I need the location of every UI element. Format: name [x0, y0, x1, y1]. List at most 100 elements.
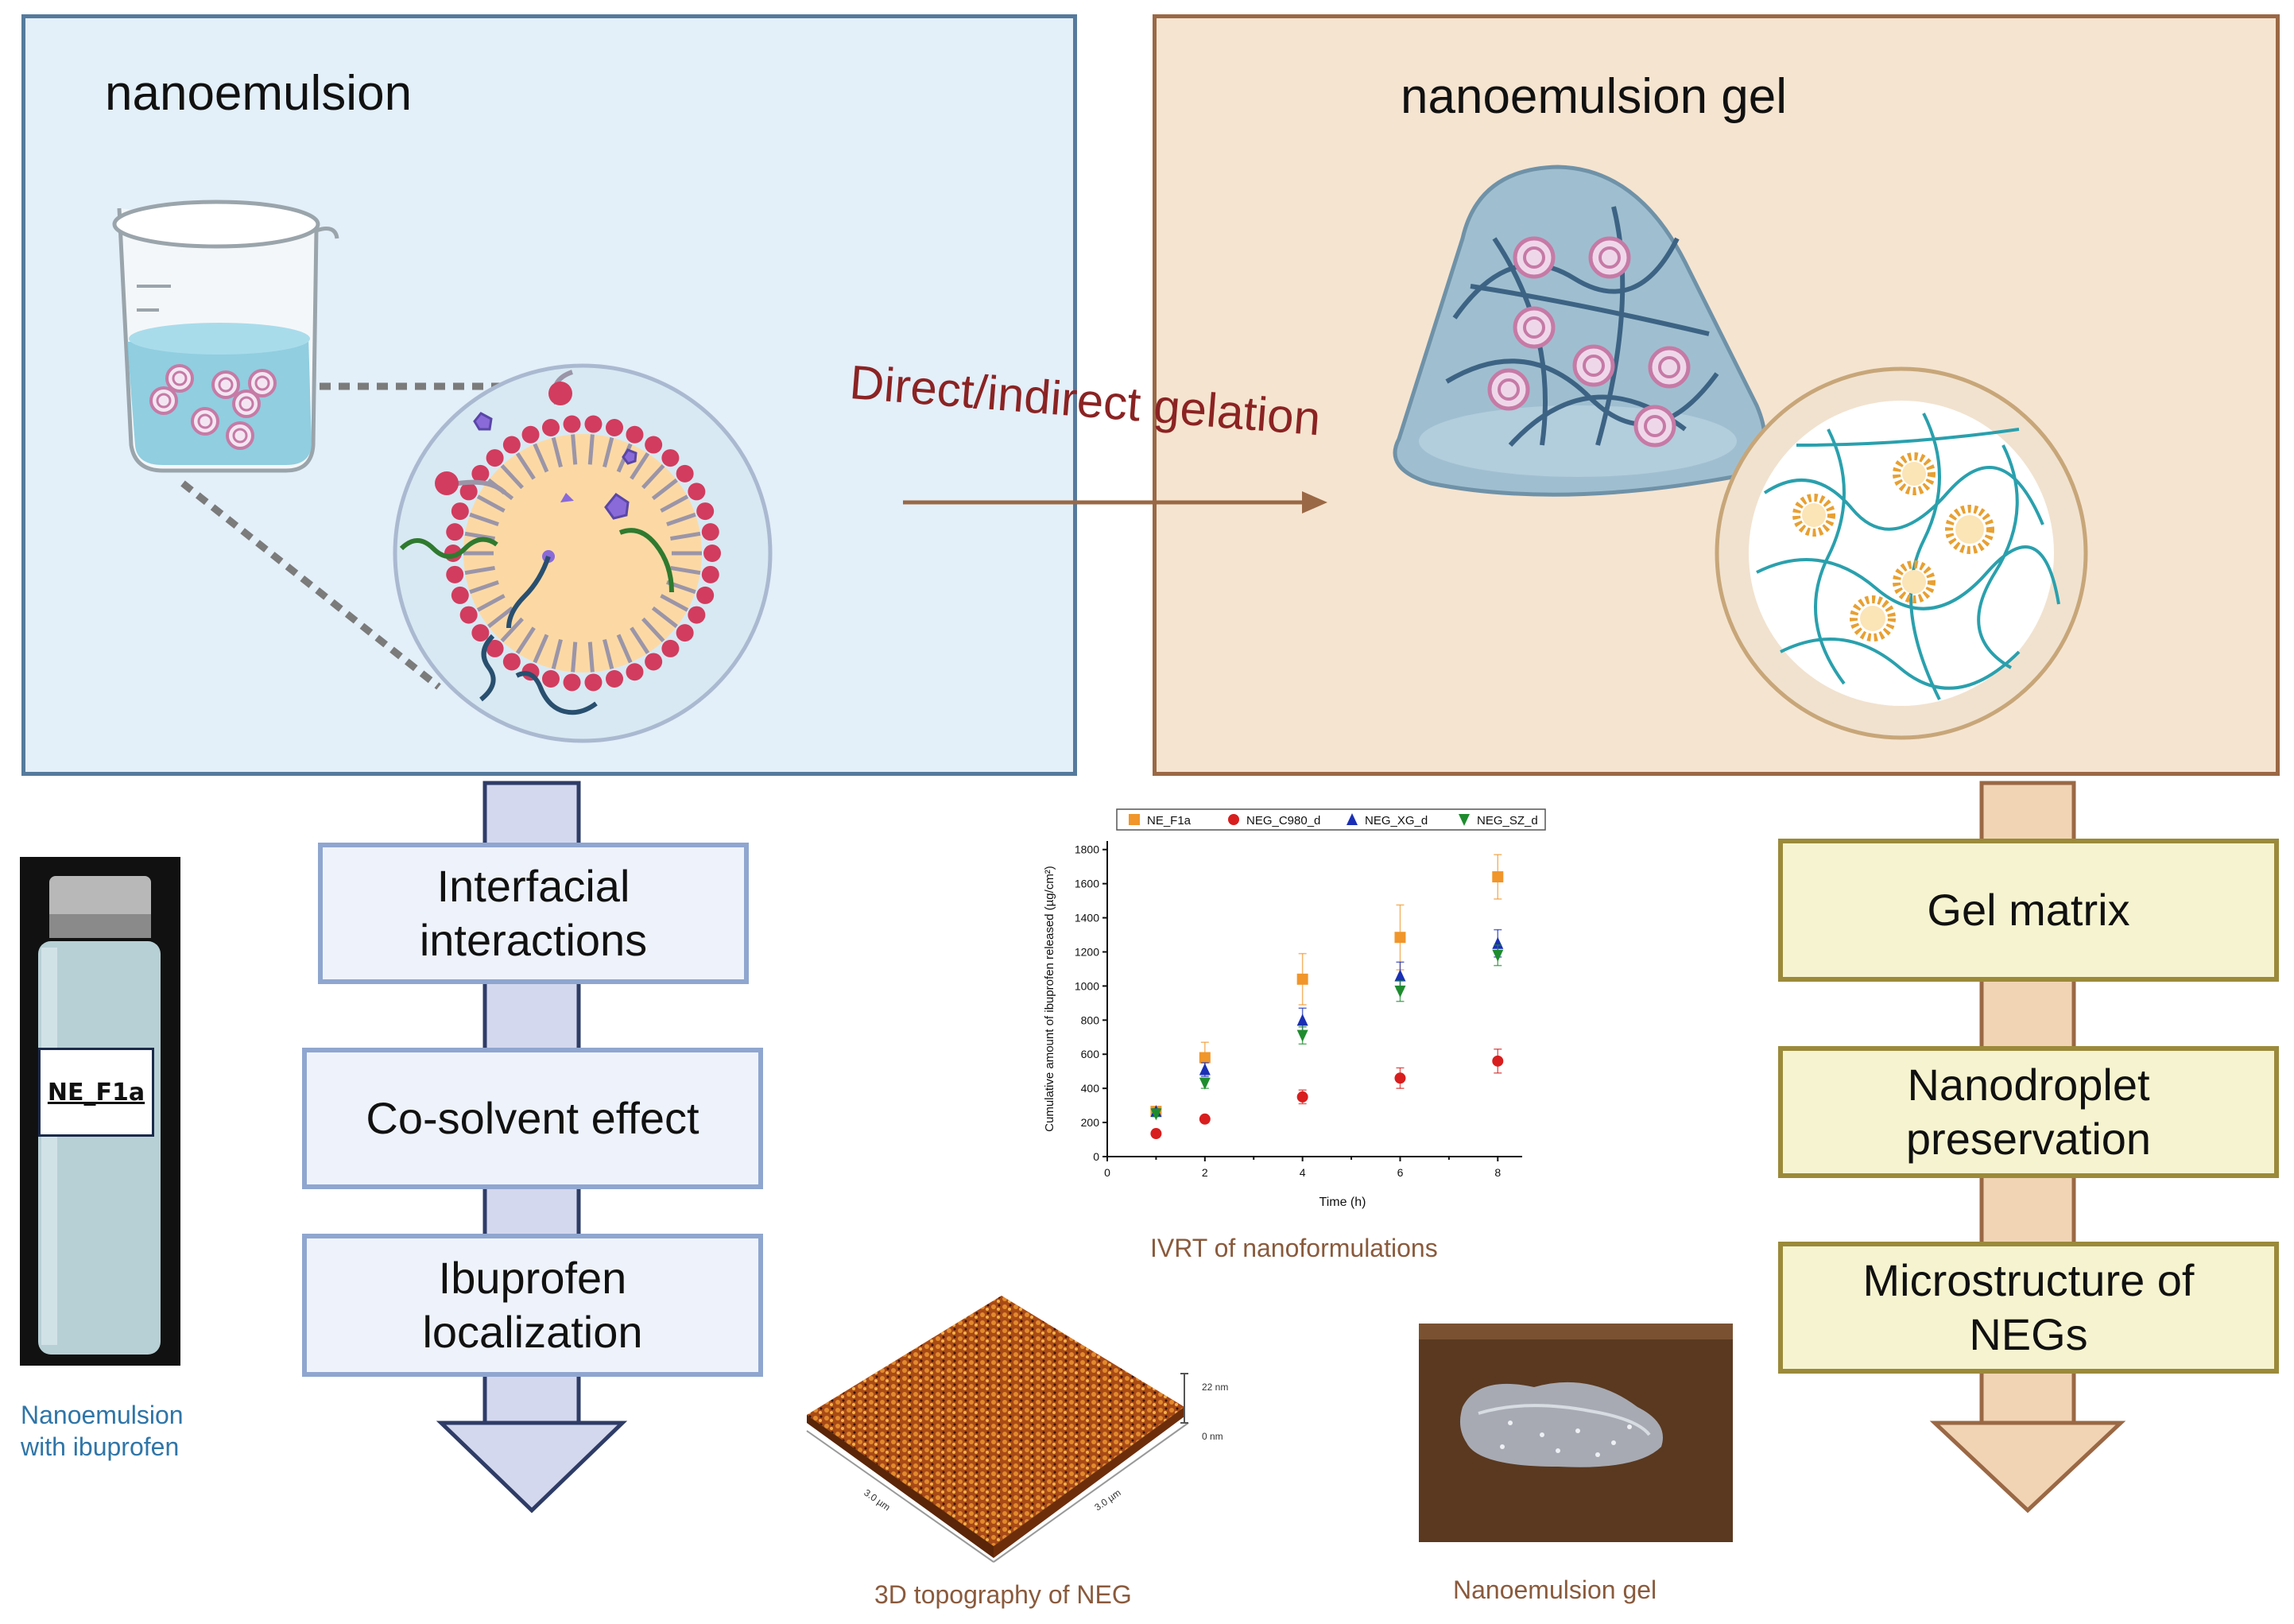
chart-x-tick-label: 8 — [1494, 1166, 1501, 1179]
lipid-head — [563, 673, 581, 692]
lipid-tail — [641, 463, 665, 490]
lipid-head — [446, 523, 464, 541]
data-point — [1394, 985, 1406, 998]
gel-network-magnified-icon — [1715, 366, 2088, 740]
chart-y-tick-label: 1600 — [1075, 878, 1099, 890]
nanodroplet-magnified-icon — [393, 363, 773, 743]
lipid-head — [486, 639, 504, 657]
legend-marker — [1129, 814, 1140, 825]
lipid-head — [451, 586, 469, 604]
lipid-head — [626, 425, 644, 444]
gel-blob-icon — [1393, 165, 1767, 497]
step-ibuprofen-localization: Ibuprofen localization — [302, 1234, 763, 1377]
lipid-tail — [469, 580, 499, 595]
zoom-line-bottom — [180, 480, 441, 690]
lipid-head — [661, 449, 680, 467]
data-point — [1492, 1055, 1504, 1067]
chart-caption: IVRT of nanoformulations — [1150, 1234, 1438, 1262]
lipid-tail — [603, 436, 614, 468]
lipid-tail — [571, 641, 578, 672]
data-point — [1296, 1014, 1308, 1026]
data-point — [1296, 1091, 1308, 1103]
afm-topography-image — [806, 1296, 1189, 1563]
lipid-tail — [469, 512, 499, 526]
lipid-head — [584, 673, 603, 692]
legend-label: NEG_XG_d — [1365, 814, 1428, 828]
legend-marker — [1228, 814, 1239, 825]
lipid-head — [502, 436, 521, 454]
nanoemulsion-title: nanoemulsion — [105, 66, 413, 121]
lipid-tail — [533, 443, 549, 473]
lipid-head — [486, 449, 504, 467]
data-point — [1492, 949, 1504, 962]
data-point — [1150, 1108, 1162, 1121]
lipid-tail — [651, 478, 678, 501]
chart-y-tick-label: 200 — [1081, 1116, 1100, 1129]
data-point — [1199, 1052, 1211, 1064]
data-point — [1492, 936, 1504, 949]
lipid-tail — [587, 641, 595, 672]
lipid-tail — [587, 434, 595, 465]
lipid-head — [541, 670, 560, 688]
data-point — [1199, 1063, 1211, 1076]
legend-label: NEG_SZ_d — [1477, 814, 1538, 828]
afm-caption: 3D topography of NEG — [874, 1580, 1132, 1609]
lipid-head — [661, 639, 680, 657]
lipid-tail — [641, 617, 665, 643]
chart-y-axis-label: Cumulative amount of ibuprofen released … — [1043, 866, 1056, 1132]
lipid-tail — [487, 606, 514, 629]
lipid-tail — [533, 634, 549, 664]
lipid-tail — [515, 626, 536, 654]
lipid-tail — [476, 494, 506, 513]
step-co-solvent-effect: Co-solvent effect — [302, 1048, 763, 1189]
lipid-head — [541, 418, 560, 436]
lipid-head — [446, 565, 464, 583]
lipid-head — [703, 545, 721, 562]
lipid-tail — [515, 452, 536, 480]
step-nanodroplet-preservation: Nanodroplet preservation — [1778, 1046, 2279, 1178]
data-point — [1296, 973, 1308, 985]
lipid-tail — [651, 606, 678, 629]
lipid-head — [451, 502, 469, 521]
lipid-head — [696, 586, 715, 604]
lipid-tail — [616, 634, 633, 664]
lipid-head — [701, 523, 719, 541]
legend-label: NE_F1a — [1147, 814, 1192, 828]
chart-x-tick-label: 0 — [1104, 1166, 1110, 1179]
data-point — [1296, 1029, 1308, 1042]
legend-marker — [1459, 814, 1470, 826]
lipid-head — [471, 464, 490, 483]
afm-height-max-label: 22 nm — [1202, 1382, 1229, 1393]
lipid-tail — [500, 463, 524, 490]
lipid-head — [645, 436, 663, 454]
chart-y-tick-label: 1200 — [1075, 945, 1099, 958]
data-point — [1199, 1113, 1211, 1125]
lipid-tail — [630, 626, 650, 654]
data-point — [1199, 1077, 1211, 1090]
chart-x-tick-label: 2 — [1202, 1166, 1208, 1179]
chart-y-tick-label: 600 — [1081, 1048, 1100, 1060]
nanoemulsion-gel-title: nanoemulsion gel — [1401, 69, 1788, 124]
lipid-head — [563, 415, 581, 433]
data-point — [1394, 932, 1406, 944]
vial-caption: Nanoemulsion with ibuprofen — [21, 1401, 184, 1461]
lipid-head — [606, 670, 624, 688]
chart-x-tick-label: 6 — [1397, 1166, 1404, 1179]
chart-y-tick-label: 800 — [1081, 1014, 1100, 1026]
lipid-tail — [464, 531, 495, 541]
gel-photo — [1419, 1324, 1733, 1542]
lipid-head — [688, 483, 706, 501]
lipid-head — [459, 606, 478, 624]
vial-label: NE_F1a — [38, 1048, 154, 1137]
lipid-tail — [464, 565, 495, 576]
chart-x-tick-label: 4 — [1300, 1166, 1306, 1179]
step-interfacial-interactions: Interfacial interactions — [318, 843, 749, 984]
step-gel-matrix: Gel matrix — [1778, 839, 2279, 982]
lipid-head — [502, 653, 521, 671]
chart-x-axis-label: Time (h) — [1319, 1196, 1366, 1209]
lipid-head — [606, 418, 624, 436]
gelation-arrow-head — [1302, 491, 1327, 514]
lipid-tail — [500, 617, 524, 643]
